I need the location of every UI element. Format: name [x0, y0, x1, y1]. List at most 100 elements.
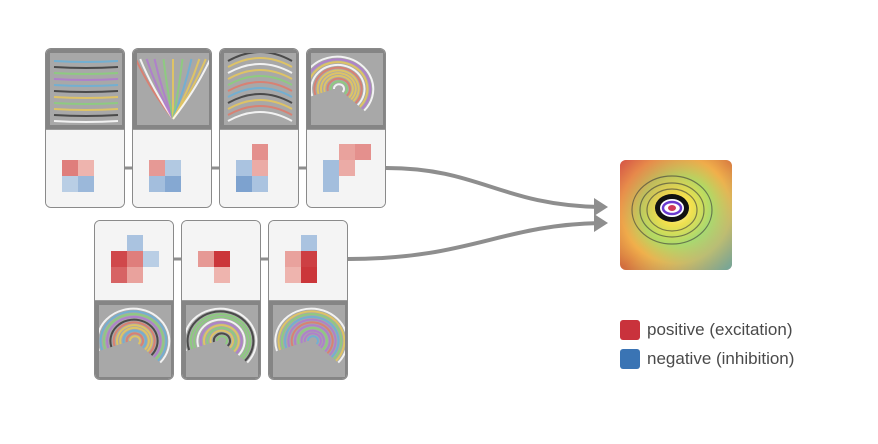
weight-cell	[94, 144, 110, 160]
weight-cell	[149, 144, 165, 160]
feature-visualization	[133, 49, 211, 129]
negative-label: negative (inhibition)	[647, 349, 795, 368]
weight-cell	[317, 251, 333, 267]
weight-cell	[78, 160, 94, 176]
weight-heatmap	[323, 144, 371, 192]
weight-cell	[143, 235, 159, 251]
weight-cell	[230, 267, 246, 283]
weight-cell	[317, 267, 333, 283]
weight-cell	[214, 251, 230, 267]
weight-cell	[149, 176, 165, 192]
weight-cell	[230, 251, 246, 267]
arrowhead-bottom	[594, 214, 608, 232]
weight-cell	[355, 176, 371, 192]
feature-visualization	[220, 49, 298, 129]
weight-cell	[143, 267, 159, 283]
weight-cell	[181, 176, 197, 192]
weight-cell	[252, 144, 268, 160]
weight-cell	[181, 144, 197, 160]
feature-visualization-image	[186, 305, 258, 377]
feature-visualization-image	[99, 305, 171, 377]
weight-cell	[355, 144, 371, 160]
weight-cell	[94, 160, 110, 176]
weight-heatmap	[62, 144, 110, 192]
weight-panel	[133, 129, 211, 207]
arrow-bottom-group	[347, 221, 601, 261]
weight-cell	[268, 176, 284, 192]
feature-visualization	[307, 49, 385, 129]
feature-visualization	[269, 301, 347, 379]
weight-cell	[111, 235, 127, 251]
weight-cell	[252, 160, 268, 176]
feature-visualization-image	[311, 53, 383, 125]
weight-cell	[268, 144, 284, 160]
feature-visualization-image	[137, 53, 209, 125]
weight-heatmap	[111, 235, 159, 283]
weight-cell	[62, 176, 78, 192]
weight-cell	[236, 176, 252, 192]
weight-cell	[198, 251, 214, 267]
weight-cell	[62, 160, 78, 176]
weight-cell	[301, 235, 317, 251]
weight-cell	[285, 267, 301, 283]
weight-heatmap	[285, 235, 333, 283]
weight-cell	[165, 160, 181, 176]
weight-panel	[182, 221, 260, 301]
weight-cell	[339, 176, 355, 192]
weight-panel	[220, 129, 298, 207]
weight-cell	[111, 267, 127, 283]
feature-visualization	[46, 49, 124, 129]
weight-panel	[95, 221, 173, 301]
weight-cell	[127, 267, 143, 283]
weight-cell	[268, 160, 284, 176]
weight-heatmap	[198, 235, 246, 283]
weight-panel	[307, 129, 385, 207]
weight-cell	[111, 251, 127, 267]
weight-cell	[301, 251, 317, 267]
weight-cell	[78, 176, 94, 192]
weight-cell	[198, 267, 214, 283]
weight-cell	[127, 235, 143, 251]
weight-cell	[214, 235, 230, 251]
neuron-card-neuron-7	[268, 220, 348, 380]
weight-cell	[317, 235, 333, 251]
positive-swatch	[620, 320, 640, 340]
neuron-card-neuron-5	[94, 220, 174, 380]
weight-heatmap	[149, 144, 197, 192]
neuron-card-neuron-6	[181, 220, 261, 380]
neuron-card-neuron-2	[132, 48, 212, 208]
feature-visualization-image	[273, 305, 345, 377]
weight-cell	[285, 251, 301, 267]
neuron-card-neuron-4	[306, 48, 386, 208]
weight-panel	[269, 221, 347, 301]
weight-cell	[143, 251, 159, 267]
weight-cell	[355, 160, 371, 176]
neuron-card-neuron-1	[45, 48, 125, 208]
weight-cell	[252, 176, 268, 192]
weight-cell	[62, 144, 78, 160]
weight-cell	[94, 176, 110, 192]
weight-cell	[339, 160, 355, 176]
weight-cell	[236, 144, 252, 160]
output-feature-image	[620, 160, 732, 270]
neuron-card-neuron-3	[219, 48, 299, 208]
negative-swatch	[620, 349, 640, 369]
weight-cell	[236, 160, 252, 176]
weight-cell	[214, 267, 230, 283]
feature-visualization-image	[50, 53, 122, 125]
feature-visualization	[95, 301, 173, 379]
weight-cell	[78, 144, 94, 160]
weight-cell	[301, 267, 317, 283]
positive-label: positive (excitation)	[647, 320, 793, 339]
weight-panel	[46, 129, 124, 207]
weight-cell	[198, 235, 214, 251]
weight-cell	[323, 144, 339, 160]
weight-cell	[127, 251, 143, 267]
feature-visualization	[182, 301, 260, 379]
output-neuron-visualization	[620, 160, 732, 270]
arrowhead-top	[594, 198, 608, 216]
weight-cell	[149, 160, 165, 176]
arrow-top-group	[385, 166, 601, 209]
weight-cell	[181, 160, 197, 176]
weight-cell	[285, 235, 301, 251]
